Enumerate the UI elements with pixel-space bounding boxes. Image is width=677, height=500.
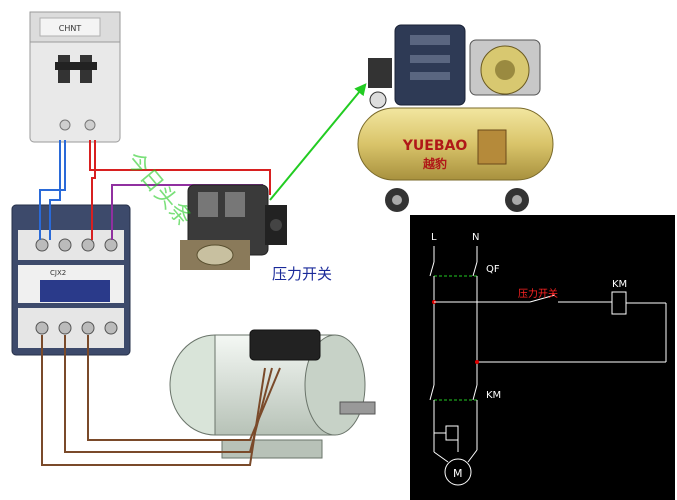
air-compressor: YUEBAO 越豹 (357, 24, 554, 212)
schematic-panel: L N QF 压力开关 KM KM (410, 215, 675, 500)
schematic-label-qf: QF (486, 264, 500, 275)
schematic-label-km-coil: KM (612, 279, 627, 290)
wire-red-2 (91, 140, 96, 240)
electric-motor (169, 329, 376, 459)
wire-blue-1 (39, 140, 66, 240)
compressor-brand: YUEBAO (402, 138, 468, 154)
contactor-brand: CJX2 (50, 269, 66, 277)
contactor: CJX2 (11, 204, 131, 356)
compressor-brand-cn: 越豹 (422, 156, 447, 171)
schematic-label-l: L (431, 232, 437, 243)
wire-red-1 (89, 140, 271, 195)
pressure-switch (180, 184, 287, 270)
pressure-switch-label: 压力开关 (272, 265, 332, 283)
wire-blue-2 (49, 140, 61, 240)
schematic-motor-symbol (444, 458, 472, 486)
wires-contactor-to-motor (41, 335, 281, 466)
watermark-text: 今日头条 (120, 148, 196, 231)
schematic-label-motor: M (453, 467, 463, 480)
breaker-brand: CHNT (59, 24, 82, 33)
schematic-label-n: N (472, 232, 479, 243)
circuit-breaker: CHNT (29, 11, 121, 143)
schematic-label-pressure-switch: 压力开关 (518, 287, 558, 300)
arrow-to-compressor (269, 83, 367, 201)
schematic-label-km-contact: KM (486, 390, 501, 401)
